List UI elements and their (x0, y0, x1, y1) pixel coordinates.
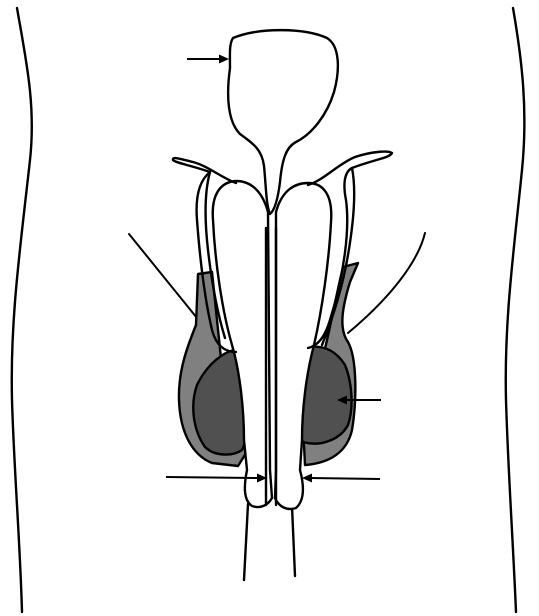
pointer-line-left-epididymis (129, 234, 197, 318)
arrow-urethra-right (310, 478, 380, 479)
arrowhead-icon (219, 55, 229, 64)
penis-outline-left (244, 504, 248, 580)
body-outline-left (12, 8, 32, 612)
body-outline-right (506, 8, 525, 612)
arrow-urethra-left (166, 477, 259, 478)
pointer-line-right-epididymis (348, 233, 425, 333)
penis-outline-right (292, 506, 295, 576)
